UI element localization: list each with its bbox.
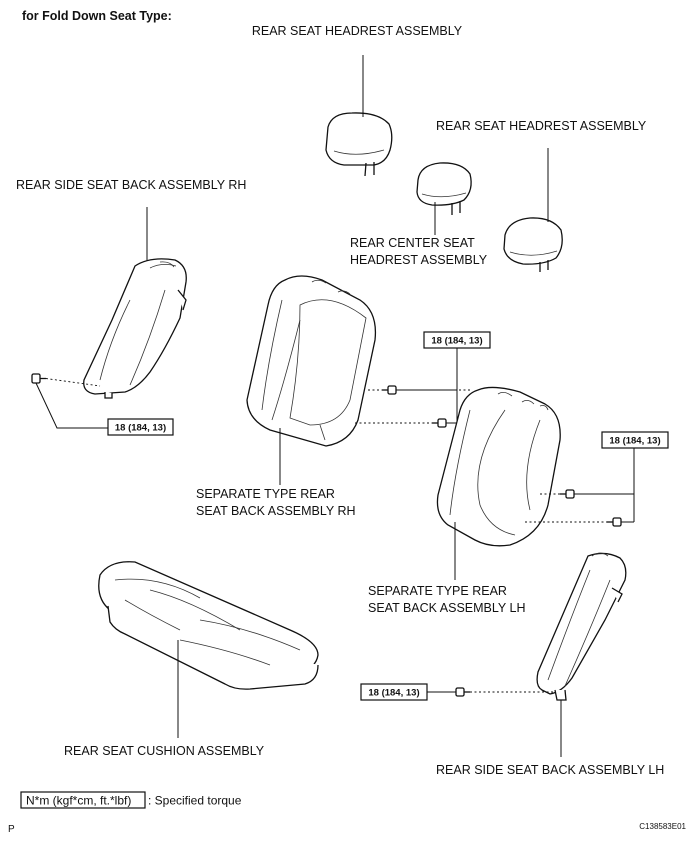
torque-rh-side: 18 (184, 13) bbox=[115, 423, 166, 434]
bolt-side-back-rh bbox=[31, 373, 46, 384]
rear-side-seat-back-rh bbox=[83, 258, 187, 399]
legend-text: : Specified torque bbox=[148, 794, 242, 808]
torque-box-center bbox=[423, 331, 491, 349]
torque-box-lh-side bbox=[360, 683, 428, 701]
label-sep-back-lh-2: SEAT BACK ASSEMBLY LH bbox=[368, 601, 525, 615]
footer-code: C138583E01 bbox=[639, 822, 686, 831]
torque-lh-side: 18 (184, 13) bbox=[368, 688, 419, 699]
leader-torque-rh-side bbox=[35, 382, 108, 429]
separate-seat-back-lh bbox=[436, 386, 561, 547]
label-sep-back-rh-1: SEPARATE TYPE REAR bbox=[196, 487, 335, 501]
bolt-side-back-lh bbox=[455, 687, 470, 697]
label-sep-back-rh-2: SEAT BACK ASSEMBLY RH bbox=[196, 504, 356, 518]
torque-box-rh-side bbox=[107, 418, 174, 436]
bolt-center-upper bbox=[382, 385, 397, 395]
rear-seat-headrest-top bbox=[325, 112, 393, 177]
torque-center: 18 (184, 13) bbox=[431, 336, 482, 347]
label-cushion: REAR SEAT CUSHION ASSEMBLY bbox=[64, 744, 265, 758]
diagram-header: for Fold Down Seat Type: bbox=[22, 9, 172, 23]
rear-seat-headrest-right bbox=[503, 217, 563, 272]
label-headrest-right: REAR SEAT HEADREST ASSEMBLY bbox=[436, 119, 647, 133]
legend-box-text: N*m (kgf*cm, ft.*lbf) bbox=[26, 794, 131, 808]
separate-seat-back-rh bbox=[246, 275, 377, 447]
bolt-right-upper bbox=[560, 489, 575, 499]
rear-center-seat-headrest bbox=[416, 162, 472, 215]
rear-seat-cushion bbox=[98, 561, 319, 690]
rear-side-seat-back-lh bbox=[536, 552, 627, 701]
label-side-back-rh: REAR SIDE SEAT BACK ASSEMBLY RH bbox=[16, 178, 246, 192]
label-center-headrest-2: HEADREST ASSEMBLY bbox=[350, 253, 488, 267]
label-side-back-lh: REAR SIDE SEAT BACK ASSEMBLY LH bbox=[436, 763, 664, 777]
label-headrest-top: REAR SEAT HEADREST ASSEMBLY bbox=[252, 24, 463, 38]
fastener-line-side-back-rh bbox=[45, 378, 101, 387]
legend-torque-box bbox=[20, 791, 146, 809]
label-center-headrest-1: REAR CENTER SEAT bbox=[350, 236, 475, 250]
footer-left: P bbox=[8, 824, 15, 835]
bolt-center-lower bbox=[432, 418, 447, 428]
torque-right: 18 (184, 13) bbox=[609, 436, 660, 447]
torque-box-right bbox=[601, 431, 669, 449]
bolt-right-lower bbox=[607, 517, 622, 527]
label-sep-back-lh-1: SEPARATE TYPE REAR bbox=[368, 584, 507, 598]
